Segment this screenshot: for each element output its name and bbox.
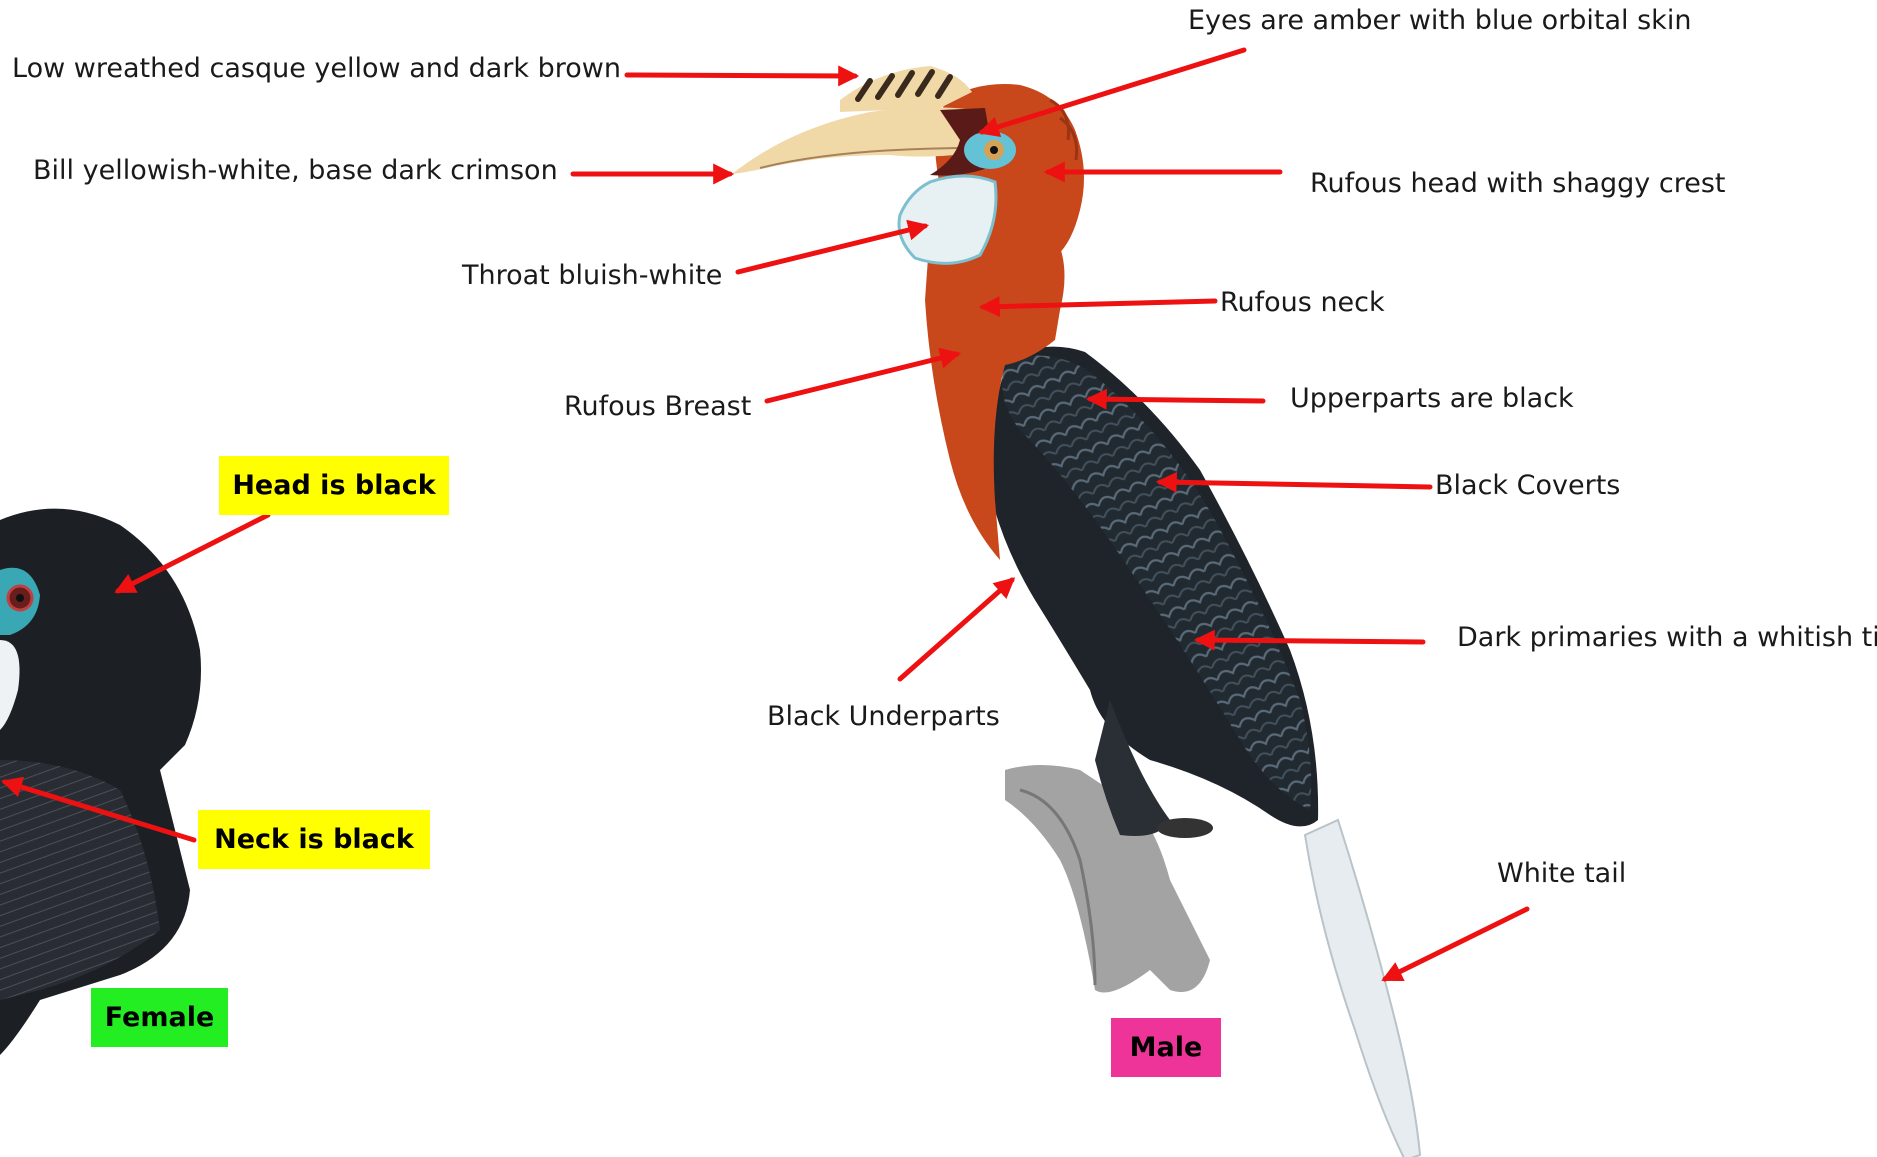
arrow-breast <box>767 354 957 401</box>
label-casque: Low wreathed casque yellow and dark brow… <box>12 55 621 82</box>
male-tag: Male <box>1111 1018 1221 1077</box>
female-neck-note: Neck is black <box>198 810 430 869</box>
label-neck: Rufous neck <box>1220 289 1385 316</box>
arrow-throat <box>738 226 925 272</box>
arrow-casque <box>627 75 855 76</box>
label-bill: Bill yellowish-white, base dark crimson <box>33 157 558 184</box>
label-eyes: Eyes are amber with blue orbital skin <box>1188 7 1691 34</box>
label-upperparts: Upperparts are black <box>1290 385 1574 412</box>
label-underparts: Black Underparts <box>767 703 1000 730</box>
arrow-tail <box>1385 909 1527 979</box>
female-head-note: Head is black <box>219 456 449 515</box>
label-breast: Rufous Breast <box>564 393 751 420</box>
arrow-upperparts <box>1090 399 1263 401</box>
female-tag: Female <box>91 988 228 1047</box>
throat-pouch <box>899 176 996 263</box>
white-tail <box>1305 820 1420 1157</box>
label-tail: White tail <box>1497 860 1626 887</box>
arrow-primaries <box>1198 640 1423 642</box>
label-primaries: Dark primaries with a whitish tip <box>1457 624 1877 651</box>
label-throat: Throat bluish-white <box>462 262 722 289</box>
label-coverts: Black Coverts <box>1435 472 1620 499</box>
arrow-underparts <box>900 580 1012 679</box>
female-bird-illustration <box>0 509 201 1055</box>
label-head: Rufous head with shaggy crest <box>1310 170 1725 197</box>
male-bird-illustration <box>732 66 1420 1157</box>
